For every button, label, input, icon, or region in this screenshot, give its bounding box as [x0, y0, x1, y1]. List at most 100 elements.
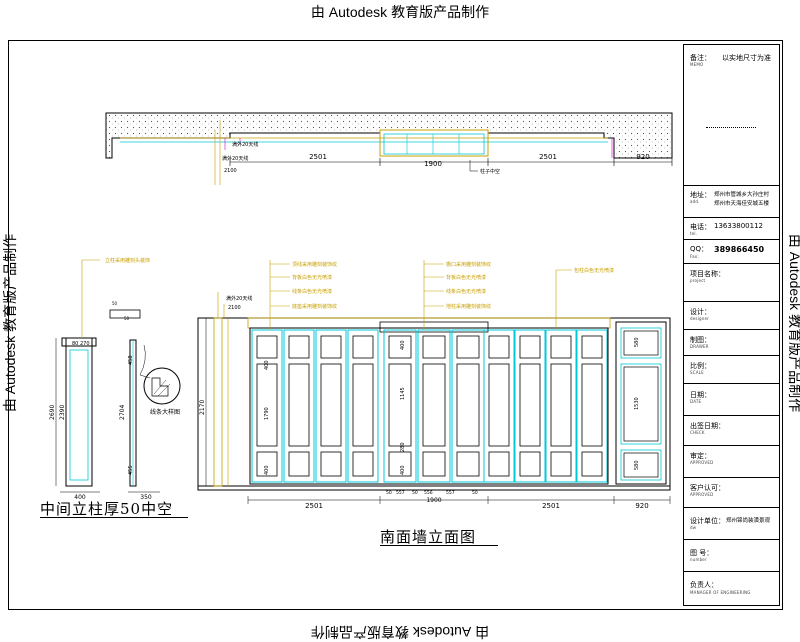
note-a9: 地柱采用雕刻装饰纹 [446, 303, 491, 310]
tb-approved: 审定： APPROVED [684, 445, 779, 477]
tb-memo-line [706, 127, 756, 128]
plan-note-top: 满外20天线 [232, 141, 258, 148]
panel-middle [519, 363, 541, 447]
elevation-view: 580 1530 580 2170 400 1790 400 400 1145 … [197, 260, 671, 510]
tb-number-label: 图 号： [690, 549, 714, 557]
panel-column [315, 329, 347, 483]
panel-bottom [550, 451, 572, 477]
tb-unit-label: 设计单位： [690, 517, 725, 525]
panel-top [519, 335, 541, 359]
tb-client-sub: APPROVED [690, 492, 714, 497]
column-side-bottom: 350 [140, 494, 152, 501]
panel-middle [320, 363, 342, 447]
left-h-1: 400 [264, 360, 270, 370]
panel-bottom [488, 451, 510, 477]
tb-date-label: 日期： [690, 391, 711, 399]
column-bottom: 400 [74, 494, 86, 501]
elevation-title: 南面墙立面图 [380, 528, 477, 546]
panel-column [347, 329, 379, 483]
panel-middle [456, 363, 480, 447]
watermark-top: 由 Autodesk 教育版产品制作 [310, 4, 490, 20]
plan-dim-1: 2501 [309, 153, 327, 161]
plan-dim-3: 2501 [539, 153, 557, 161]
tb-manager-sub: MANAGER OF ENGINEERING [690, 590, 751, 595]
elevation-title-underline [380, 545, 498, 546]
right-panel-dim-1: 580 [634, 337, 640, 347]
tb-addr-value2: 郑州市天海佳安城五楼 [714, 201, 770, 207]
mid-h-4: 400 [400, 465, 406, 475]
panel-top [352, 335, 374, 359]
panel-top [320, 335, 342, 359]
note-a6: 檐口采用雕刻装饰纹 [446, 261, 491, 268]
plan-dim-2: 1900 [424, 160, 442, 168]
tb-scale: 比例： SCALE [684, 355, 779, 383]
panel-middle [256, 363, 278, 447]
panel-top [288, 335, 310, 359]
plan-note-side: 柱子中空 [480, 168, 500, 175]
bottom-dim-far: 920 [635, 502, 648, 510]
tb-scale-label: 比例： [690, 362, 711, 370]
bottom-small-5: 557 [446, 490, 455, 496]
tb-client-label: 客户认可： [690, 484, 725, 492]
tb-tel: 电话： tel. 13633800112 [684, 217, 779, 239]
tb-unit: 设计单位： dw 郑州锦尚装潢景观 [684, 507, 779, 539]
tb-qq-sub: Fax: [690, 254, 699, 259]
tb-date-sub: DATE [690, 399, 702, 404]
panel-middle [488, 363, 510, 447]
note-a10: 包柱白色无光喷漆 [574, 267, 614, 274]
column-note-a1: 立柱采用雕刻头装饰 [105, 257, 150, 264]
bottom-dim-mid: 1900 [426, 497, 441, 504]
note-a4: 线条白色无光喷漆 [292, 288, 332, 295]
note-a8: 线条白色无光喷漆 [446, 288, 486, 295]
tb-number: 图 号： number [684, 539, 779, 571]
column-detail: 立柱采用雕刻头装饰 2690 2390 80 270 400 50 50 270… [49, 257, 181, 501]
tb-designer: 设计： designer [684, 301, 779, 329]
bottom-dim-left: 2501 [305, 502, 323, 510]
panel-middle [422, 363, 446, 447]
title-block: 备注： MEMO 以实地尺寸为准 地址： add. 郑州市管城乡大孙庄村 郑州市… [683, 44, 780, 606]
right-panel-dim-3: 580 [634, 460, 640, 470]
panel-top [581, 335, 603, 359]
bottom-small-3: 50 [412, 490, 418, 496]
panel-column [514, 329, 546, 483]
tb-client: 客户认可： APPROVED [684, 477, 779, 507]
bottom-small-4: 556 [424, 490, 433, 496]
panel-middle [352, 363, 374, 447]
column-side-3: 455 [128, 465, 134, 475]
tb-check: 出签日期： CHECK [684, 415, 779, 445]
tb-addr: 地址： add. 郑州市管城乡大孙庄村 郑州市天海佳安城五楼 [684, 185, 779, 217]
tb-date: 日期： DATE [684, 383, 779, 415]
note-a3: 背板白色无光喷漆 [292, 274, 332, 281]
panel-top [456, 335, 480, 359]
left-h-3: 400 [264, 465, 270, 475]
panel-bottom [388, 451, 412, 477]
column-small-1: 50 [112, 301, 118, 306]
tb-drawer: 制图： DRAWER [684, 329, 779, 355]
panel-bottom [352, 451, 374, 477]
tb-project: 项目名称： project [684, 263, 779, 301]
tb-designer-sub: designer [690, 316, 709, 321]
elevation-panels [251, 329, 608, 483]
tb-unit-sub: dw [690, 525, 697, 530]
mid-h-3: 280 [400, 442, 406, 452]
tb-tel-sub: tel. [690, 231, 698, 236]
column-note-underline [40, 517, 188, 518]
note-a12-elev: 满外20天线 [226, 295, 252, 302]
plan-dim-4: 920 [636, 153, 649, 161]
panel-top [488, 335, 510, 359]
panel-column [383, 329, 417, 483]
tb-drawer-sub: DRAWER [690, 344, 709, 349]
mid-h-1: 400 [400, 340, 406, 350]
panel-column [417, 329, 451, 483]
panel-bottom [519, 451, 541, 477]
tb-memo-value: 以实地尺寸为准 [722, 54, 771, 62]
column-side-2: 458 [128, 355, 134, 365]
tb-tel-value: 13633800112 [714, 222, 763, 230]
panel-bottom [456, 451, 480, 477]
tb-project-label: 项目名称： [690, 270, 725, 278]
mid-h-2: 1145 [400, 387, 406, 400]
panel-top [550, 335, 572, 359]
panel-column [576, 329, 608, 483]
note-a5: 底座采用雕刻装饰纹 [292, 303, 337, 310]
tb-approved-sub: APPROVED [690, 460, 714, 465]
